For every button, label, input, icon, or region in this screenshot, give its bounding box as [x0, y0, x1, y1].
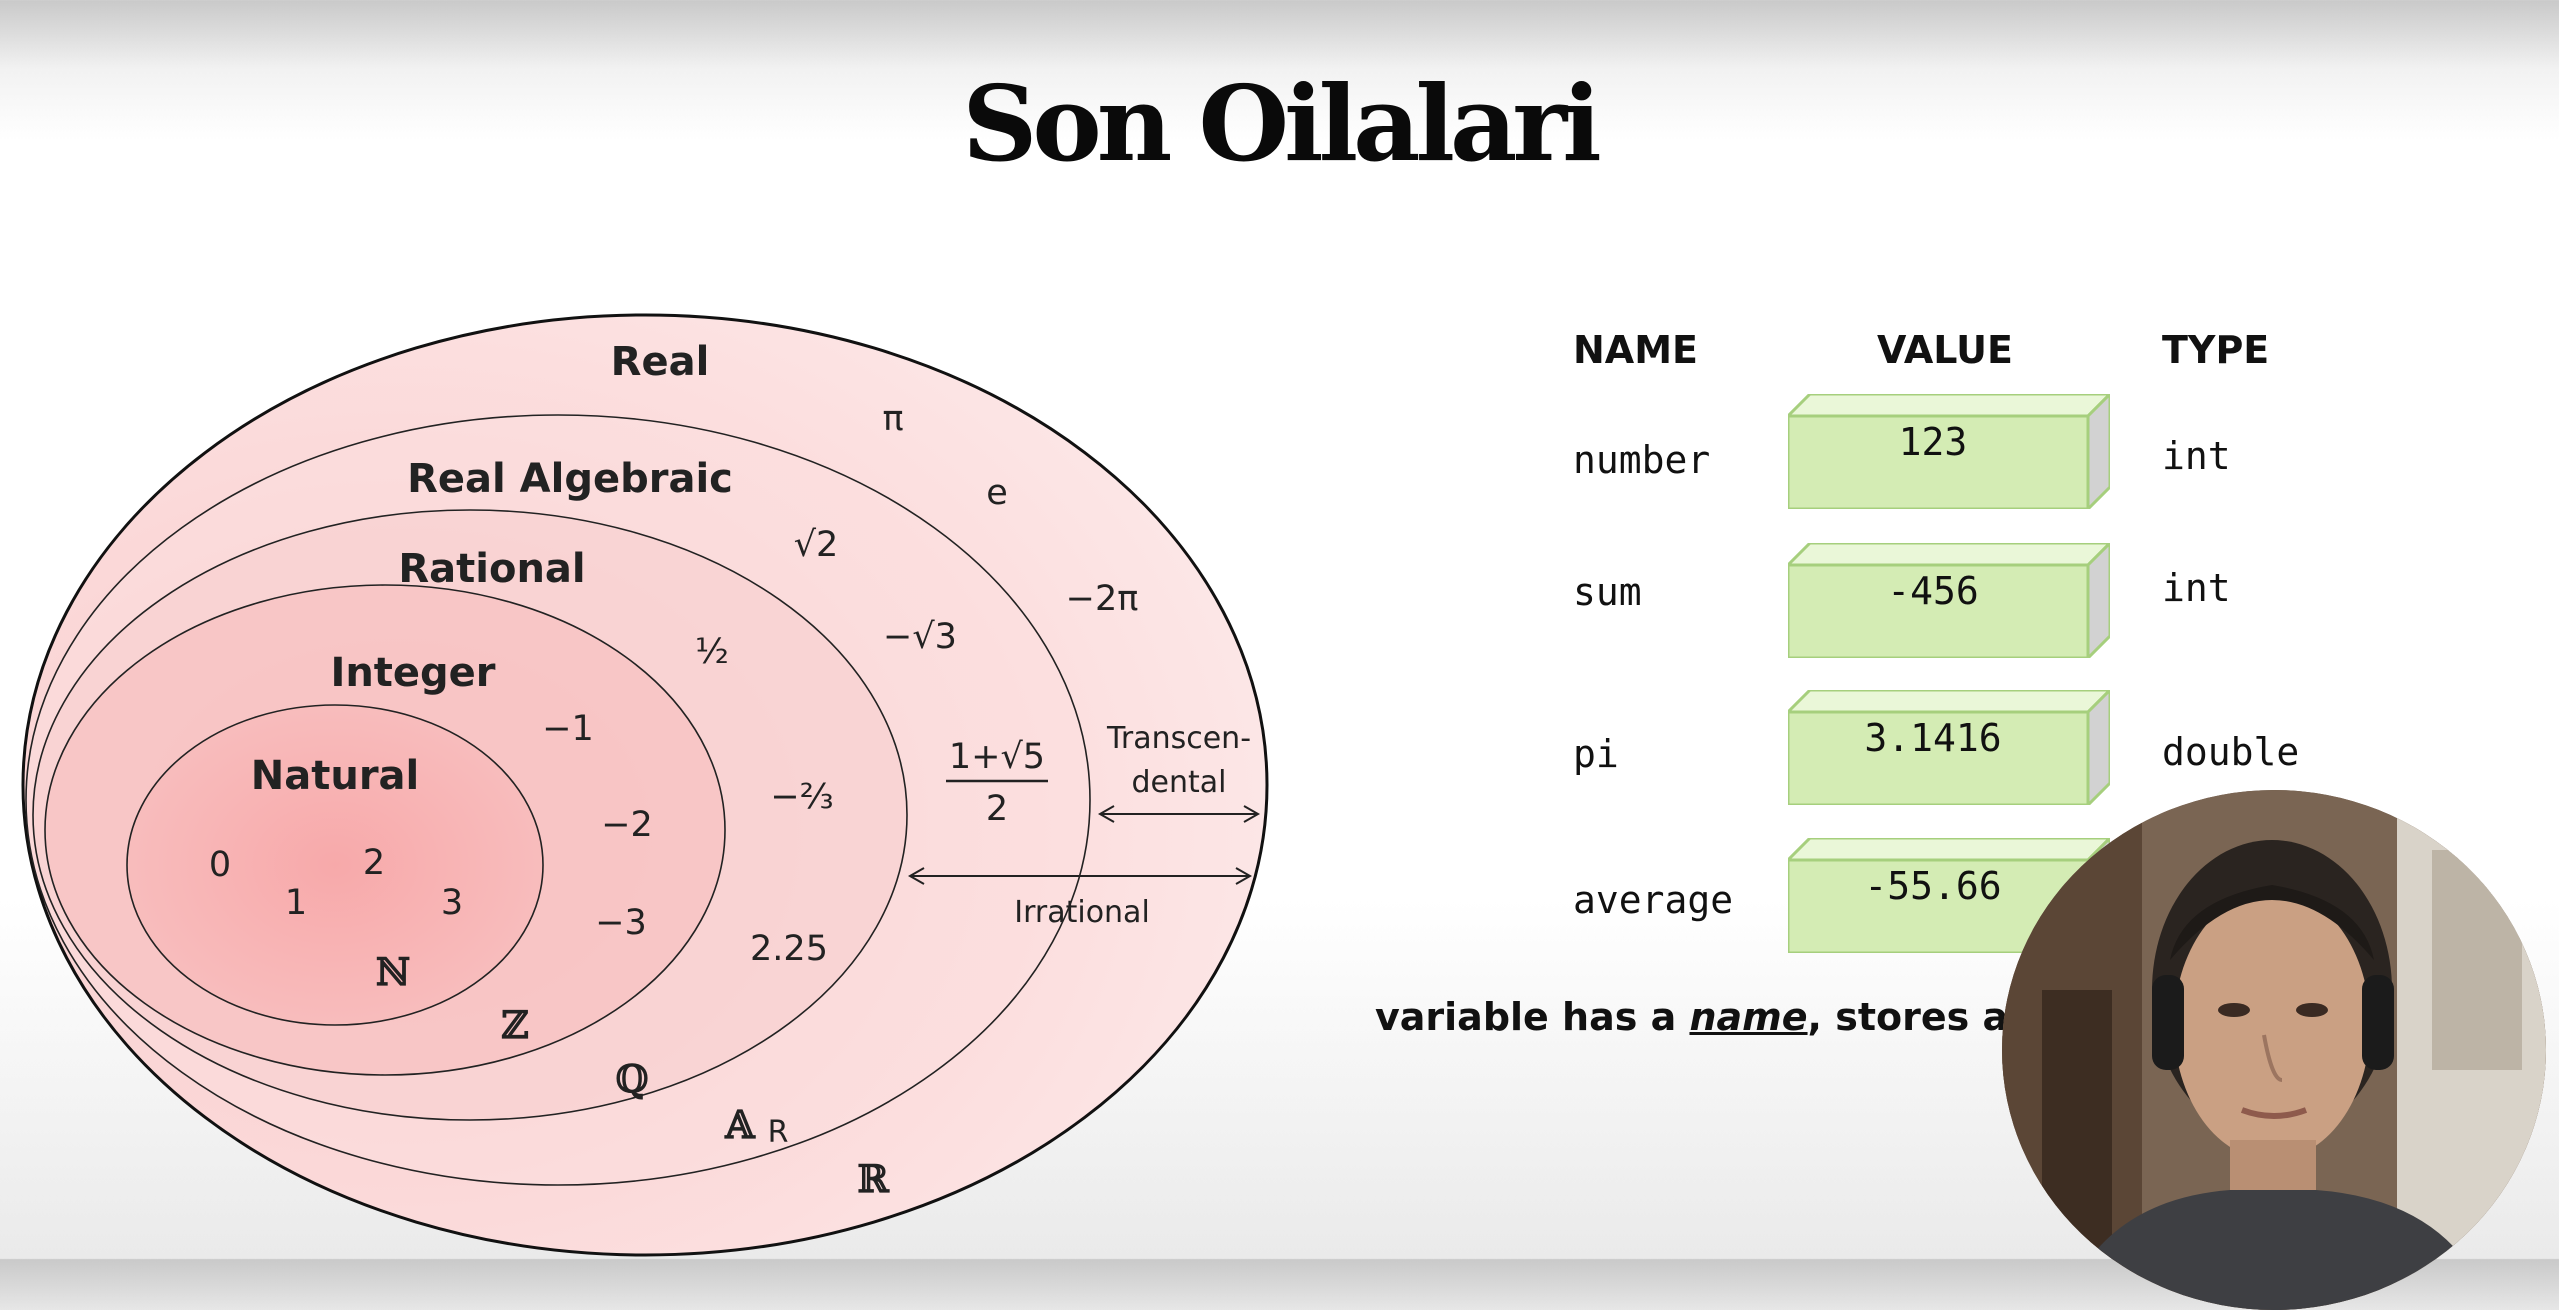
variable-value-box: -456 — [1788, 543, 2110, 658]
variable-type: int — [2162, 566, 2231, 610]
natural-member: 2 — [363, 843, 385, 883]
real-label: Real — [611, 339, 710, 385]
golden-ratio-denominator: 2 — [986, 789, 1008, 829]
irrational-label: Irrational — [1014, 895, 1150, 930]
type-column-header: TYPE — [2162, 328, 2270, 372]
variable-value: 3.1416 — [1864, 716, 2002, 760]
integer-label: Integer — [330, 650, 495, 696]
variable-value: -456 — [1887, 569, 1979, 613]
name-column-header: NAME — [1573, 328, 1698, 372]
real-member: −2π — [1066, 579, 1139, 619]
variable-name: number — [1573, 438, 1711, 482]
caption-text: variable has a — [1375, 995, 1690, 1039]
integer-member: −3 — [595, 903, 647, 943]
slide-title: Son Oilalari — [962, 62, 1601, 185]
real-symbol: ℝ — [857, 1156, 890, 1201]
variable-value: -55.66 — [1864, 864, 2002, 908]
rational-member: −⅔ — [770, 777, 833, 817]
transcendental-label-line2: dental — [1132, 765, 1227, 800]
rational-symbol: ℚ — [615, 1056, 648, 1101]
variable-caption: variable has a name, stores a v — [1375, 995, 2046, 1039]
real-algebraic-symbol-subscript: R — [768, 1115, 789, 1150]
integer-symbol: ℤ — [501, 1002, 529, 1047]
real-member: e — [986, 473, 1008, 513]
variable-type: int — [2162, 434, 2231, 478]
transcendental-arrow — [1097, 805, 1261, 823]
natural-member: 0 — [209, 845, 231, 885]
real-algebraic-member: √2 — [794, 525, 839, 565]
variable-name: pi — [1573, 732, 1619, 776]
natural-symbol: ℕ — [376, 949, 411, 994]
integer-member: −2 — [601, 805, 653, 845]
variable-name: sum — [1573, 570, 1642, 614]
caption-text: , stores a — [1807, 995, 2022, 1039]
caption-emphasis: name — [1689, 995, 1808, 1039]
rational-member: 2.25 — [750, 929, 828, 969]
value-column-header: VALUE — [1877, 328, 2013, 372]
natural-set-ellipse — [126, 704, 544, 1026]
variable-name: average — [1573, 878, 1734, 922]
real-member: π — [882, 399, 903, 439]
rational-label: Rational — [398, 546, 585, 592]
rational-member: ½ — [695, 632, 729, 672]
real-algebraic-member: −√3 — [883, 617, 957, 657]
number-sets-diagram: Real Real Algebraic Rational Integer Nat… — [21, 313, 1269, 1257]
variable-type: double — [2162, 730, 2300, 774]
golden-ratio-numerator: 1+√5 — [949, 737, 1045, 777]
variable-value-box: 123 — [1788, 394, 2110, 509]
natural-member: 1 — [285, 883, 307, 923]
integer-member: −1 — [542, 709, 594, 749]
variable-value-box: 3.1416 — [1788, 690, 2110, 805]
variable-value: 123 — [1898, 420, 1968, 464]
irrational-arrow — [907, 867, 1253, 885]
real-algebraic-label: Real Algebraic — [407, 456, 733, 502]
transcendental-label: Transcen- — [1106, 721, 1251, 756]
natural-member: 3 — [441, 883, 463, 923]
webcam-presenter — [2002, 790, 2546, 1310]
real-algebraic-symbol: 𝔸 — [724, 1102, 756, 1147]
natural-label: Natural — [251, 753, 420, 799]
